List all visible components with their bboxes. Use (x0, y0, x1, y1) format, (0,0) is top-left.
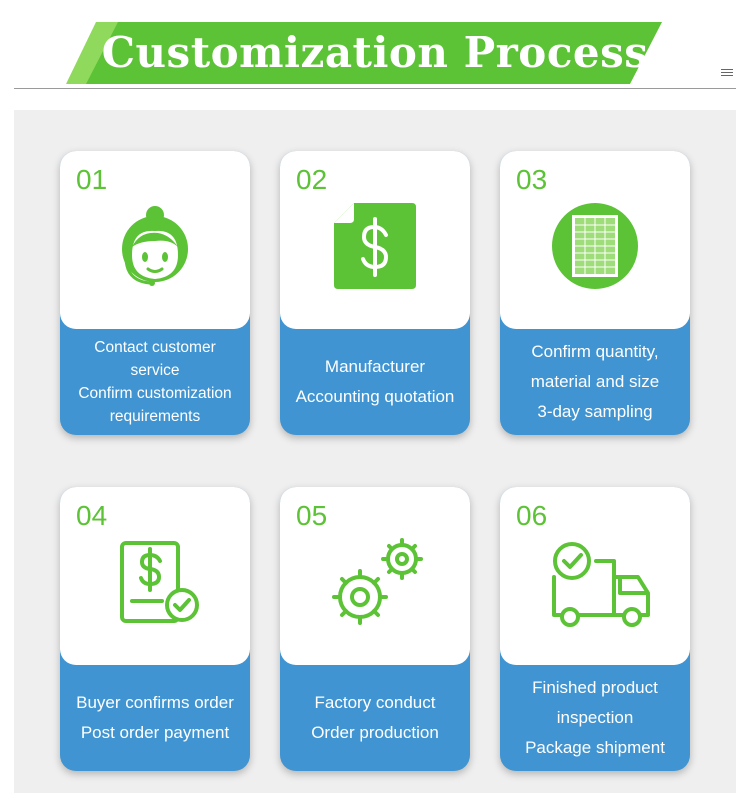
gears-icon (330, 537, 423, 627)
material-sample-icon (550, 201, 640, 291)
step-line: inspection (556, 708, 634, 727)
menu-icon[interactable] (721, 69, 733, 77)
dollar-document-icon (330, 201, 420, 291)
card-top: 05 (280, 487, 470, 665)
banner-shape (66, 22, 662, 84)
delivery-truck-icon (550, 537, 650, 627)
step-line: Factory conduct (314, 693, 436, 712)
card-top: 06 (500, 487, 690, 665)
customer-service-icon (110, 201, 200, 291)
step-line: Confirm quantity, (531, 342, 659, 361)
step-line: Accounting quotation (295, 387, 455, 406)
step-line: Buyer confirms order (76, 693, 234, 712)
step-card-05: 05 (280, 487, 470, 771)
card-top: 03 (500, 151, 690, 329)
step-description: Finished product inspection Package ship… (500, 665, 690, 771)
step-number: 06 (516, 500, 548, 531)
card-top: 04 (60, 487, 250, 665)
step-description: Manufacturer Accounting quotation (280, 329, 470, 435)
step-line: Post order payment (80, 723, 230, 742)
step-line: Manufacturer (324, 357, 426, 376)
step-card-04: 04 Buyer confirms order Post order payme… (60, 487, 250, 771)
card-top: 02 (280, 151, 470, 329)
step-number: 01 (76, 164, 108, 195)
step-description: Factory conduct Order production (280, 665, 470, 771)
header-banner: Customization Process (0, 0, 750, 100)
step-line: Package shipment (525, 738, 665, 757)
step-line: 3-day sampling (537, 402, 653, 421)
step-card-02: 02 Manufacturer Accounting quotation (280, 151, 470, 435)
step-card-03: 03 Confirm quantity, material and size 3… (500, 151, 690, 435)
step-description: Confirm quantity, material and size 3-da… (500, 329, 690, 435)
step-description: Contact customer service Confirm customi… (60, 329, 250, 435)
step-number: 04 (76, 500, 108, 531)
step-card-01: 01 Contact customer service Confirm cust… (60, 151, 250, 435)
header-divider (14, 88, 736, 89)
step-line: Order production (311, 723, 439, 742)
page-title: Customization Process (101, 28, 649, 77)
step-line: Confirm customization (78, 385, 232, 402)
step-line: service (130, 362, 180, 379)
step-line: Finished product (532, 678, 658, 697)
step-card-06: 06 Finished product inspection Package s… (500, 487, 690, 771)
step-line: material and size (530, 372, 660, 391)
step-number: 03 (516, 164, 548, 195)
step-number: 05 (296, 500, 328, 531)
step-line: Contact customer (94, 339, 216, 356)
step-description: Buyer confirms order Post order payment (60, 665, 250, 771)
order-payment-icon (110, 537, 200, 627)
step-line: requirements (109, 408, 201, 425)
card-top: 01 (60, 151, 250, 329)
step-number: 02 (296, 164, 328, 195)
